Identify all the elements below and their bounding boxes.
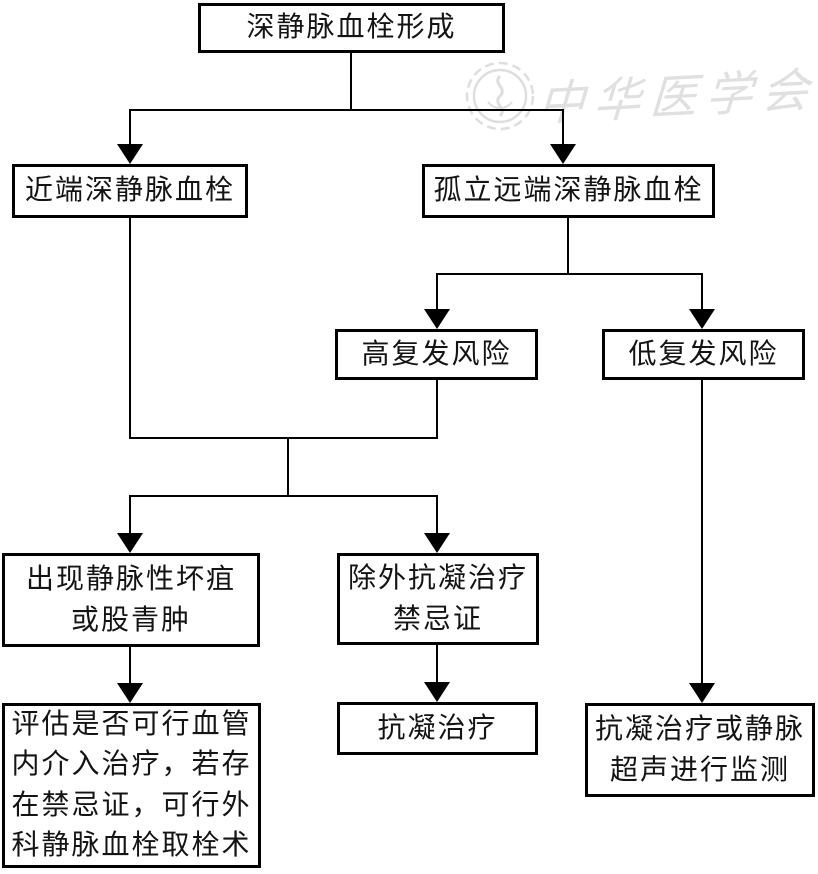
node-venous-gangrene-line1: 出现静脉性坏疽	[25, 563, 236, 595]
node-isolated-distal-dvt-label: 孤立远端深静脉血栓	[433, 175, 704, 207]
node-exclude-contraindication: 除外抗凝治疗 禁忌证	[337, 553, 539, 645]
node-proximal-dvt-label: 近端深静脉血栓	[24, 175, 235, 207]
edge-high-down	[436, 380, 438, 439]
edge-low-to-monitor-stem	[701, 380, 703, 685]
node-assess-intervention-line2: 内介入治疗，若存	[11, 749, 252, 781]
arrowhead-to-assess	[117, 683, 143, 703]
arrowhead-to-distal	[550, 144, 576, 164]
node-assess-intervention-line4: 科静脉血栓取栓术	[11, 829, 252, 861]
node-assess-intervention: 评估是否可行血管 内介入治疗，若存 在禁忌证，可行外 科静脉血栓取栓术	[2, 703, 261, 868]
edge-distal-stem	[567, 218, 569, 275]
edge-merge-center-stem	[287, 437, 289, 497]
edge-to-proximal-stem	[129, 109, 131, 147]
arrowhead-to-low	[689, 309, 715, 329]
node-anticoagulation-label: 抗凝治疗	[377, 712, 498, 744]
edge-to-high-stem	[436, 273, 438, 311]
node-exclude-contraindication-line2: 禁忌证	[392, 604, 483, 635]
arrowhead-to-proximal	[117, 144, 143, 164]
node-anticoag-or-ultrasound-monitor-line1: 抗凝治疗或静脉	[594, 713, 805, 745]
node-venous-gangrene-line2: 或股青肿	[70, 605, 191, 636]
arrowhead-to-monitor	[689, 683, 715, 703]
arrowhead-to-contra	[424, 533, 450, 553]
node-low-recurrence-risk: 低复发风险	[602, 329, 805, 380]
edge-distal-split-bar	[436, 273, 703, 275]
node-high-recurrence-risk: 高复发风险	[335, 329, 538, 380]
node-proximal-dvt: 近端深静脉血栓	[12, 164, 248, 218]
node-low-recurrence-risk-label: 低复发风险	[628, 338, 779, 370]
node-anticoag-or-ultrasound-monitor: 抗凝治疗或静脉 超声进行监测	[585, 703, 815, 797]
node-exclude-contraindication-line1: 除外抗凝治疗	[347, 562, 528, 594]
edge-proximal-down	[129, 218, 131, 439]
arrowhead-to-gangrene	[117, 533, 143, 553]
edge-gangrene-to-assess-stem	[129, 647, 131, 685]
edge-to-low-stem	[701, 273, 703, 311]
arrowhead-to-high	[424, 309, 450, 329]
cma-seal-icon	[465, 61, 535, 131]
edge-split-bar-lower	[129, 495, 438, 497]
edge-to-distal-stem	[562, 109, 564, 147]
edge-merge-bar	[129, 437, 438, 439]
edge-to-gangrene-stem	[129, 495, 131, 535]
node-anticoag-or-ultrasound-monitor-line2: 超声进行监测	[609, 755, 790, 786]
arrowhead-to-anticoag	[424, 682, 450, 702]
node-high-recurrence-risk-label: 高复发风险	[361, 338, 512, 370]
edge-to-contra-stem	[436, 495, 438, 535]
node-venous-gangrene: 出现静脉性坏疽 或股青肿	[2, 553, 260, 647]
node-assess-intervention-line3: 在禁忌证，可行外	[11, 789, 252, 821]
node-dvt-label: 深静脉血栓形成	[246, 12, 457, 44]
edge-contra-to-anticoag-stem	[436, 645, 438, 684]
node-dvt: 深静脉血栓形成	[198, 3, 505, 53]
node-isolated-distal-dvt: 孤立远端深静脉血栓	[422, 164, 715, 218]
node-assess-intervention-line1: 评估是否可行血管	[11, 708, 252, 740]
edge-dvt-stem	[350, 53, 352, 111]
edge-dvt-split-bar	[129, 109, 564, 111]
node-anticoagulation: 抗凝治疗	[337, 702, 538, 755]
watermark-text: 中华医学会	[536, 64, 818, 132]
